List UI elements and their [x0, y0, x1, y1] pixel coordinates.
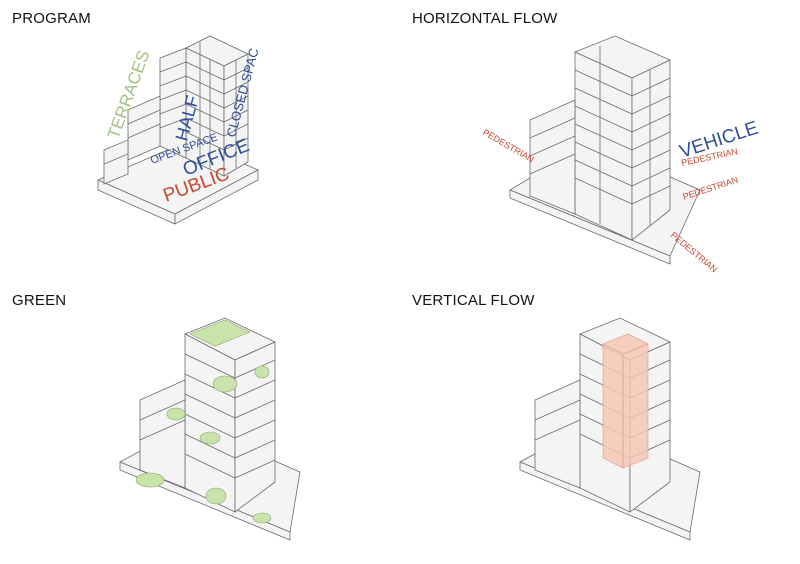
- label-pedestrian-bottom: PEDESTRIAN: [669, 230, 719, 275]
- horizontal-flow-diagram: VEHICLE PEDESTRIAN PEDESTRIAN PEDESTRIAN…: [400, 0, 800, 282]
- green-diagram: [0, 282, 400, 564]
- label-pedestrian-left: PEDESTRIAN: [481, 127, 536, 164]
- vertical-core: [603, 334, 648, 468]
- vertical-flow-diagram: [400, 282, 800, 564]
- green-building: [120, 318, 300, 540]
- program-diagram: TERRACES HALF OPEN SPACE CLOSED SPAC OFF…: [0, 0, 400, 282]
- horizontal-flow-building: [510, 36, 700, 264]
